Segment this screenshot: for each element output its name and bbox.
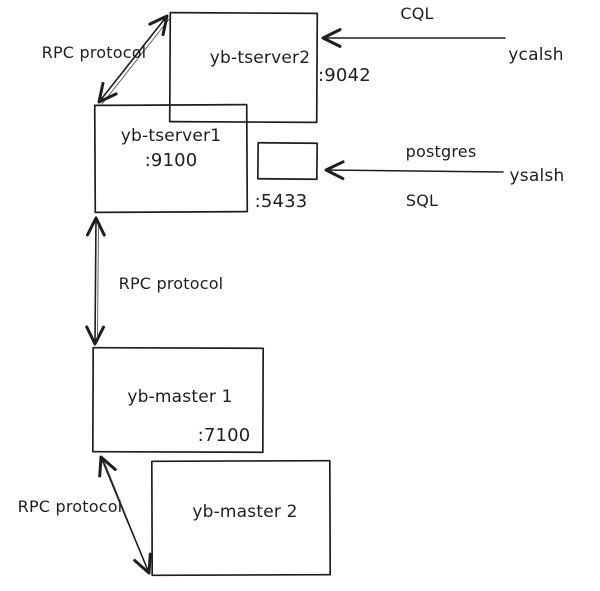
yb-tserver1-label: yb-tserver1 bbox=[121, 126, 221, 146]
yb-master2-box bbox=[150, 459, 332, 577]
rpc-arrow-master1-master2-sketch-stroke bbox=[103, 460, 147, 567]
yb-master1-port: :7100 bbox=[198, 425, 251, 446]
yb-tserver2-box bbox=[168, 11, 319, 124]
yb-master1-label: yb-master 1 bbox=[127, 387, 232, 407]
yb-tserver2-port: :9042 bbox=[318, 65, 371, 86]
rpc-protocol-label-middle: RPC protocol bbox=[119, 274, 224, 293]
yb-master1-box bbox=[91, 346, 265, 454]
rpc-protocol-label-bottom: RPC protocol bbox=[18, 497, 123, 516]
yb-tserver1-box bbox=[93, 103, 249, 214]
sql-port-box-port: :5433 bbox=[255, 191, 308, 212]
sql-port-box bbox=[256, 141, 319, 181]
edge-arrows bbox=[85, 14, 506, 575]
postgres-sql-arrow bbox=[324, 160, 504, 181]
node-boxes bbox=[91, 11, 332, 577]
yb-master2-label: yb-master 2 bbox=[192, 502, 297, 522]
ysalsh-client-label: ysalsh bbox=[510, 166, 565, 186]
yb-tserver2-label: yb-tserver2 bbox=[210, 48, 310, 68]
cql-label: CQL bbox=[400, 4, 433, 23]
rpc-arrow-tserver1-master1 bbox=[85, 216, 106, 346]
labels: RPC protocol yb-tserver2 :9042 CQL ycals… bbox=[18, 4, 565, 522]
yb-tserver1-port: :9100 bbox=[145, 150, 198, 171]
postgres-label: postgres bbox=[406, 142, 477, 161]
rpc-arrow-tserver1-tserver2 bbox=[97, 14, 169, 104]
rpc-arrow-tserver1-tserver2-sketch-stroke bbox=[101, 17, 171, 105]
sql-label: SQL bbox=[406, 191, 438, 210]
rpc-arrow-tserver1-master1-sketch-stroke bbox=[97, 221, 99, 341]
rpc-protocol-label-top: RPC protocol bbox=[42, 43, 147, 62]
ycalsh-client-label: ycalsh bbox=[508, 45, 563, 65]
